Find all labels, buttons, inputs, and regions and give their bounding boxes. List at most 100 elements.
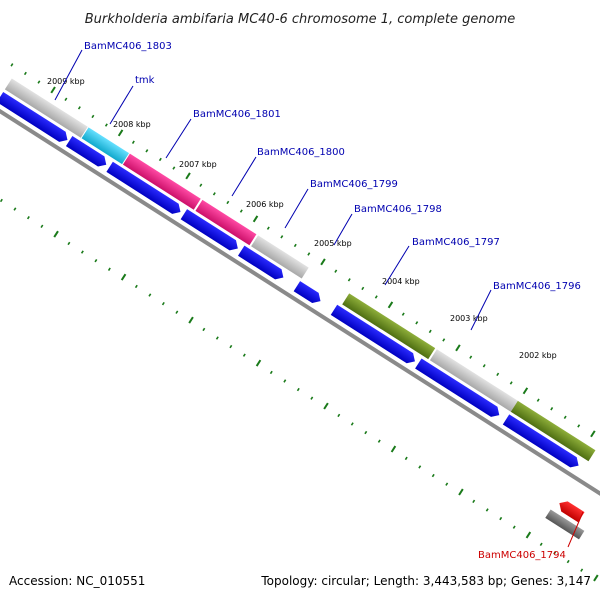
inner-tick [188, 316, 194, 324]
inner-tick [94, 258, 98, 263]
outer-tick [469, 355, 473, 359]
inner-tick [323, 402, 329, 410]
inner-tick [404, 456, 408, 461]
leader-1801 [165, 118, 192, 159]
inner-tick [485, 508, 489, 512]
inner-tick [67, 241, 71, 246]
inner-tick [350, 422, 354, 426]
gene-label-1803[interactable]: BamMC406_1803 [84, 41, 172, 52]
gene-bar-1799[interactable] [251, 235, 309, 279]
inner-tick [229, 344, 233, 349]
inner-tick [553, 551, 557, 555]
outer-tick [239, 209, 243, 213]
outer-tick [131, 140, 135, 144]
accession-text: Accession: NC_010551 [9, 574, 145, 588]
outer-tick [361, 286, 365, 291]
outer-tick [496, 372, 500, 377]
cds-arrow-7[interactable] [330, 304, 418, 367]
cds-arrow-3[interactable] [106, 161, 183, 217]
inner-tick [255, 359, 262, 367]
outer-tick [320, 258, 326, 266]
inner-tick [80, 250, 84, 254]
gene-bar-1794[interactable] [556, 498, 585, 523]
leader-1799 [284, 188, 309, 229]
inner-tick [26, 215, 30, 220]
inner-tick [120, 273, 127, 281]
outer-tick [482, 364, 486, 368]
outer-tick [212, 192, 216, 196]
leader-1803 [54, 49, 83, 101]
cds-arrow-6[interactable] [293, 281, 324, 306]
outer-tick [387, 301, 394, 309]
track-group [0, 63, 600, 582]
cds-arrow-4[interactable] [180, 209, 241, 254]
gene-label-1800[interactable]: BamMC406_1800 [257, 147, 345, 158]
inner-tick [431, 473, 435, 478]
gene-bar-1796[interactable] [429, 349, 523, 416]
outer-tick [117, 129, 124, 137]
leader-1796 [470, 289, 492, 331]
inner-tick [40, 224, 44, 228]
inner-tick [445, 482, 449, 486]
inner-tick [202, 327, 206, 332]
gene-label-1798[interactable]: BamMC406_1798 [354, 204, 442, 215]
outer-tick [509, 381, 513, 385]
gene-label-1799[interactable]: BamMC406_1799 [310, 179, 398, 190]
outer-tick [536, 398, 540, 402]
leader-1797 [384, 245, 410, 286]
outer-tick [185, 172, 191, 180]
inner-tick [512, 525, 516, 529]
kbp-label-2004: 2004 kbp [382, 277, 420, 286]
inner-tick [472, 499, 476, 504]
gene-label-tmk[interactable]: tmk [135, 75, 155, 86]
outer-tick [50, 86, 56, 94]
cds-arrow-2[interactable] [65, 135, 110, 170]
outer-tick [563, 415, 567, 420]
outer-tick [252, 215, 259, 223]
cds-arrow-9[interactable] [502, 414, 582, 470]
outer-tick [455, 344, 461, 352]
inner-tick [499, 516, 503, 521]
outer-tick [307, 252, 311, 256]
gene-bar-1797[interactable] [342, 293, 436, 360]
inner-tick [580, 568, 584, 572]
outer-tick [226, 200, 230, 205]
kbp-label-2003: 2003 kbp [450, 314, 488, 323]
gene-bar-1803[interactable] [4, 78, 88, 138]
outer-tick [104, 123, 108, 127]
outer-tick [550, 407, 554, 411]
leader-1794 [567, 511, 584, 548]
inner-tick [269, 370, 273, 375]
gene-bar-tmk[interactable] [81, 127, 130, 165]
inner-tick [13, 207, 17, 211]
outer-tick [401, 312, 405, 316]
outer-tick [37, 80, 41, 84]
inner-tick [566, 559, 570, 564]
gene-bar-1801[interactable] [122, 153, 201, 210]
gene-bar-olive-2[interactable] [510, 400, 596, 462]
inner-tick [215, 336, 219, 340]
kbp-label-2005: 2005 kbp [314, 239, 352, 248]
gene-label-1801[interactable]: BamMC406_1801 [193, 109, 281, 120]
inner-tick [458, 488, 464, 496]
cds-arrow-8[interactable] [415, 358, 502, 420]
outer-tick [199, 183, 203, 187]
inner-tick [390, 445, 397, 453]
gene-bar-1800[interactable] [195, 199, 257, 246]
inner-tick [525, 531, 532, 539]
outer-tick [442, 338, 446, 342]
gene-label-1797[interactable]: BamMC406_1797 [412, 237, 500, 248]
outer-tick [334, 269, 338, 273]
inner-tick [418, 465, 422, 469]
kbp-label-2002: 2002 kbp [519, 351, 557, 360]
inner-tick-row [0, 198, 599, 582]
cds-arrow-1[interactable] [0, 91, 71, 145]
gene-label-1794[interactable]: BamMC406_1794 [478, 550, 566, 561]
gene-label-1796[interactable]: BamMC406_1796 [493, 281, 581, 292]
topology-text: Topology: circular; Length: 3,443,583 bp… [260, 574, 591, 588]
outer-tick [77, 106, 81, 110]
leader-tmk [109, 85, 134, 125]
cds-arrow-5[interactable] [237, 245, 287, 283]
outer-tick-row [10, 63, 596, 438]
inner-tick [310, 396, 314, 400]
